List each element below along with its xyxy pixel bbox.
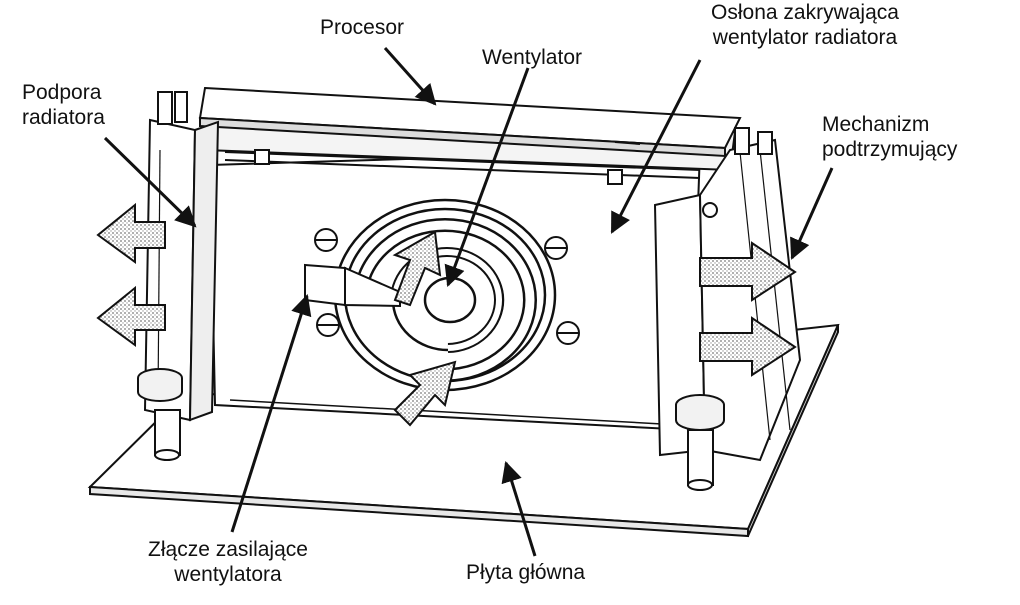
label-procesor: Procesor: [320, 16, 405, 39]
label-oslona: Osłona zakrywająca wentylator radiatora: [711, 1, 899, 49]
airflow-arrow-left-top: [96, 202, 166, 264]
airflow-arrow-right-top: [699, 241, 797, 302]
leader-procesor: [383, 47, 437, 106]
airflow-arrow-left-bottom: [96, 285, 166, 347]
leader-oslona: [610, 59, 702, 234]
left-heatsink-support: [137, 91, 220, 461]
leader-wentylator: [444, 67, 530, 287]
airflow-arrow-right-bottom: [699, 316, 797, 377]
leader-plyta: [501, 460, 537, 557]
fan: [333, 198, 557, 392]
label-podpora: Podpora radiatora: [22, 81, 105, 129]
leader-mechanizm: [790, 167, 834, 260]
leader-podpora: [103, 136, 197, 228]
shroud-screws: [314, 228, 580, 345]
right-support-mechanism: [653, 127, 802, 491]
processor-bar: [198, 86, 742, 158]
airflow-arrow-bottom: [393, 360, 457, 427]
airflow-arrows: [96, 202, 797, 427]
label-wentylator: Wentylator: [482, 46, 582, 69]
fan-connector: [304, 263, 401, 308]
label-mechanizm: Mechanizm podtrzymujący: [822, 113, 958, 161]
label-plyta: Płyta główna: [466, 561, 586, 584]
leader-zlacze: [230, 293, 312, 533]
airflow-arrow-fan-in: [392, 230, 442, 307]
label-zlacze: Złącze zasilające wentylatora: [148, 538, 308, 586]
leader-arrows: [103, 47, 834, 557]
